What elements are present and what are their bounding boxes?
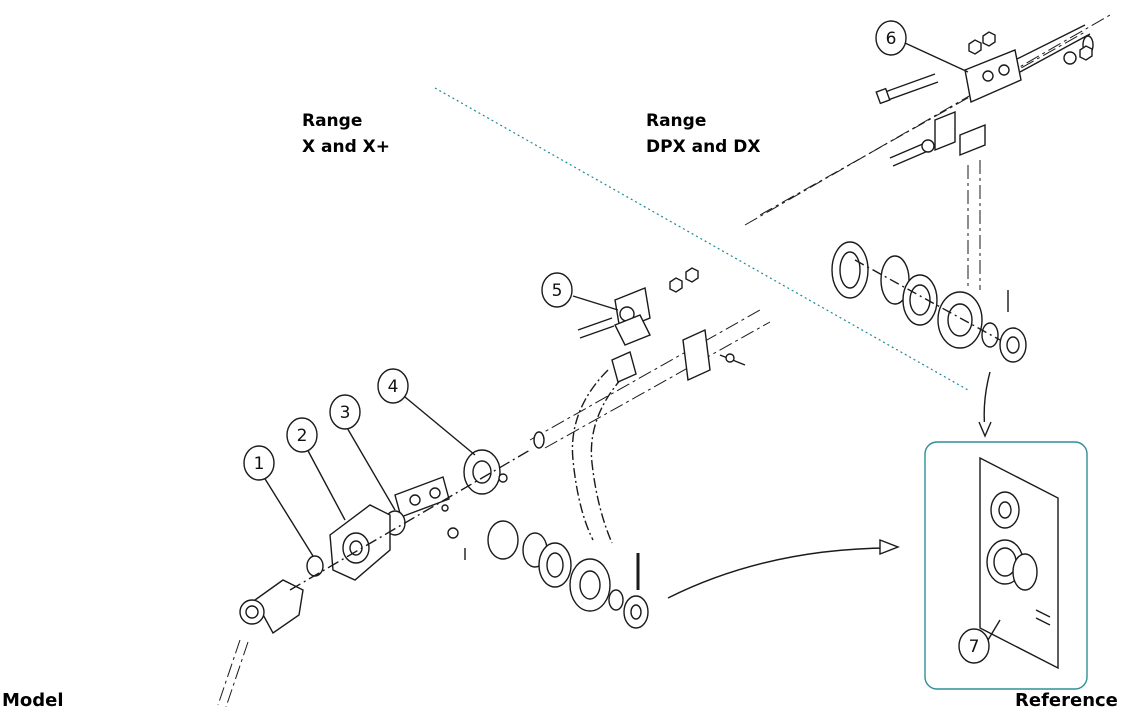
callout-7: 7 <box>958 628 990 664</box>
callout-3: 3 <box>329 394 396 511</box>
callout-4-number: 4 <box>388 377 399 397</box>
range-x-line1: Range <box>302 111 363 131</box>
callout-1: 1 <box>243 445 314 557</box>
reference-kit-box <box>924 441 1088 690</box>
range-dpx-line2: DPX and DX <box>646 137 761 157</box>
callout-2-number: 2 <box>297 426 308 446</box>
range-x-line2: X and X+ <box>302 137 391 157</box>
model-label: Model <box>2 690 64 711</box>
callout-5-number: 5 <box>552 281 563 301</box>
x-assembly <box>217 267 900 708</box>
callout-4: 4 <box>377 368 476 456</box>
callout-3-number: 3 <box>340 403 351 423</box>
range-x-title: Range X and X+ <box>302 108 390 160</box>
callout-6-number: 6 <box>886 29 897 49</box>
range-divider-line <box>434 87 969 391</box>
callout-1-number: 1 <box>254 454 265 474</box>
dpx-assembly <box>744 14 1111 438</box>
callout-7-number: 7 <box>969 637 980 657</box>
callout-6: 6 <box>875 20 969 73</box>
range-dpx-title: Range DPX and DX <box>646 108 760 160</box>
reference-label: Reference <box>1015 690 1118 711</box>
callout-5: 5 <box>541 272 619 311</box>
range-dpx-line1: Range <box>646 111 707 131</box>
callout-2: 2 <box>286 417 346 521</box>
